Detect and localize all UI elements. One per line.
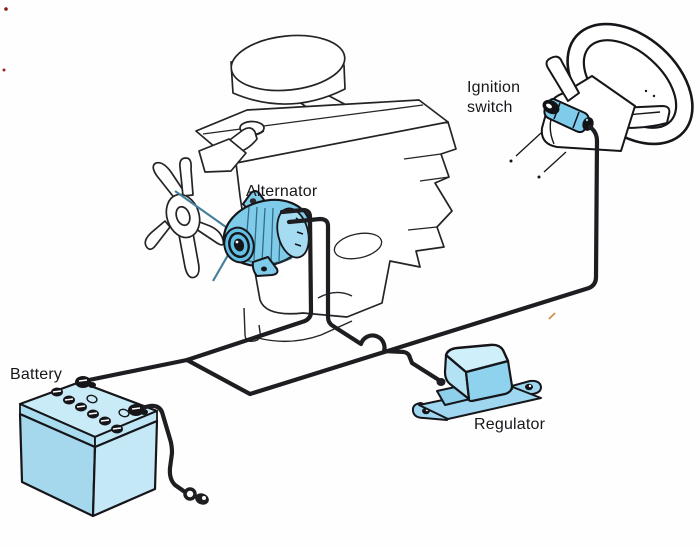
alternator-foot <box>251 256 279 277</box>
battery-post-left <box>75 376 91 388</box>
column-centerlines <box>515 132 567 173</box>
scan-specks <box>2 7 556 320</box>
alternator-label: Alternator <box>246 183 318 200</box>
manifold-lines <box>403 153 450 231</box>
air-cleaner-lid <box>230 34 346 92</box>
ignition-switch-label-line2: switch <box>467 99 513 116</box>
battery-illustration <box>18 380 159 518</box>
regulator-illustration <box>411 343 542 421</box>
post-clamp <box>88 382 96 388</box>
engine-illustration <box>195 34 457 343</box>
regulator-terminal <box>436 378 446 386</box>
ground-lug-hole <box>202 496 206 500</box>
rim-mark <box>652 94 656 98</box>
end-cap-glint <box>585 118 589 122</box>
fan-blade <box>152 161 186 201</box>
belt-lower-run <box>212 254 229 282</box>
pulley-groove <box>228 231 250 259</box>
battery-label: Battery <box>10 366 62 383</box>
ground-lug <box>195 493 209 505</box>
wire-battery-to-junction <box>81 357 190 384</box>
battery-terminals <box>75 376 148 416</box>
wire-battery-ground <box>134 403 188 495</box>
regulator-cover-top <box>444 343 510 374</box>
turn-signal-stalk <box>545 55 580 102</box>
ignition-switch-label-line1: Ignition <box>467 79 520 96</box>
fan-blade <box>144 220 171 251</box>
battery-vent <box>86 394 98 404</box>
centerline-dot <box>509 159 513 163</box>
ear-hole <box>525 383 533 391</box>
thermostat-housing <box>198 138 247 173</box>
belt-upper-run <box>174 190 234 233</box>
cooling-fan <box>144 157 225 279</box>
regulator-cover-front <box>464 359 514 403</box>
block-boss <box>333 232 383 260</box>
ear-hole-glint <box>528 384 532 388</box>
drive-belt <box>174 190 234 282</box>
wiring-harness <box>81 124 600 495</box>
foot-bolt <box>261 266 267 272</box>
wire-alternator-to-regulator-with-hop <box>286 216 445 385</box>
battery-front-face <box>91 419 159 518</box>
regulator-label: Regulator <box>474 416 546 433</box>
battery-ground-connector <box>183 487 209 505</box>
post-clamp <box>140 409 148 415</box>
post-highlight <box>131 407 141 410</box>
block-curve <box>317 291 353 299</box>
wire-junction-to-ignition-switch <box>184 124 600 397</box>
fan-hub-center <box>175 205 191 227</box>
post-highlight <box>78 379 88 382</box>
engine-block <box>235 121 457 318</box>
battery-post-right <box>128 404 144 416</box>
fan-blade <box>179 157 194 197</box>
regulator-cover-left <box>443 353 471 401</box>
wire-alternator-lead-1 <box>184 207 314 363</box>
battery-cell-caps <box>51 387 123 434</box>
rim-mark <box>644 89 648 93</box>
fan-blade <box>178 232 200 279</box>
key-bow-hole <box>546 103 552 109</box>
pulley-glint <box>235 240 239 244</box>
centerline-dot <box>537 175 541 179</box>
ground-ring <box>183 487 197 501</box>
battery-vent <box>118 408 130 418</box>
steering-assembly <box>509 22 694 179</box>
ignition-switch-illustration <box>542 98 594 134</box>
